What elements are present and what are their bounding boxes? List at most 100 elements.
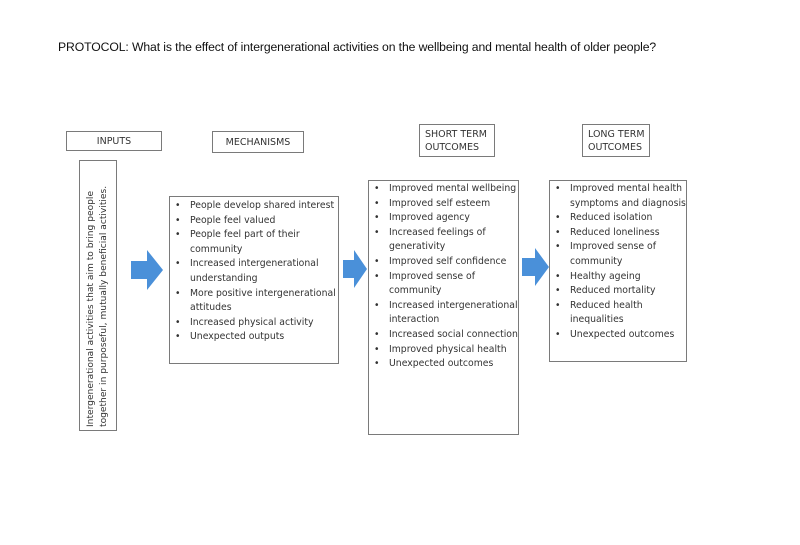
bullet-icon: • bbox=[175, 200, 181, 211]
list-item: • Increased intergenerational understandi… bbox=[170, 257, 338, 286]
list-item-text: Increased intergenerational understandin… bbox=[190, 258, 319, 284]
mechanisms-box: • People develop shared interest • People f… bbox=[169, 196, 339, 364]
bullet-icon: • bbox=[175, 287, 181, 299]
list-item-text: Reduced mortality bbox=[570, 285, 656, 297]
bullet-icon: • bbox=[175, 258, 181, 270]
list-item-text: Increased physical activity bbox=[190, 316, 314, 328]
list-item-text: Improved mental health symptoms and diag… bbox=[570, 183, 686, 209]
page-title: PROTOCOL: What is the effect of intergen… bbox=[58, 40, 657, 54]
bullet-icon: • bbox=[374, 270, 380, 282]
list-item-text: Reduced loneliness bbox=[570, 226, 660, 238]
list-item: • Reduced health inequalities bbox=[550, 299, 686, 328]
bullet-icon: • bbox=[555, 212, 561, 224]
arrow-shape bbox=[131, 250, 163, 290]
bullet-icon: • bbox=[374, 212, 380, 224]
list-item-text: People feel part of their community bbox=[190, 229, 300, 255]
list-item-text: Improved physical health bbox=[389, 343, 507, 355]
list-item: • Improved mental health symptoms and dia… bbox=[550, 182, 686, 211]
bullet-icon: • bbox=[555, 226, 561, 238]
bullet-icon: • bbox=[555, 285, 561, 297]
short-term-list: • Improved mental wellbeing • Improved self… bbox=[369, 182, 518, 372]
list-item-text: Reduced isolation bbox=[570, 212, 653, 224]
list-item-text: Increased intergenerational interaction bbox=[389, 299, 518, 326]
bullet-icon: • bbox=[374, 197, 380, 209]
long-term-header-line1: LONG TERM bbox=[588, 128, 645, 140]
list-item: • People feel part of their community bbox=[170, 228, 338, 257]
bullet-icon: • bbox=[175, 229, 181, 241]
list-item: • Improved physical health bbox=[369, 343, 518, 358]
list-item: • Improved mental wellbeing bbox=[369, 182, 518, 197]
list-item: • Improved self confidence bbox=[369, 255, 518, 270]
inputs-text: Intergenerational activities that aim to… bbox=[86, 185, 109, 427]
arrow-shape bbox=[522, 248, 549, 286]
list-item: • Unexpected outputs bbox=[170, 330, 338, 345]
list-item-text: Increased feelings of generativity bbox=[389, 226, 486, 253]
list-item-text: Improved sense of community bbox=[389, 270, 476, 297]
list-item: • Increased physical activity bbox=[170, 316, 338, 331]
list-item: • People feel valued bbox=[170, 214, 338, 229]
inputs-box: Intergenerational activities that aim to… bbox=[79, 160, 117, 431]
list-item-text: People develop shared interest bbox=[190, 200, 335, 211]
right-block-arrow-icon bbox=[131, 250, 163, 290]
bullet-icon: • bbox=[555, 241, 561, 253]
bullet-icon: • bbox=[374, 226, 380, 238]
list-item: • People develop shared interest bbox=[170, 199, 338, 214]
list-item-text: Unexpected outcomes bbox=[389, 358, 494, 370]
bullet-icon: • bbox=[175, 331, 181, 343]
list-item-text: Reduced health inequalities bbox=[570, 299, 643, 326]
right-block-arrow-icon bbox=[343, 250, 367, 288]
bullet-icon: • bbox=[175, 214, 181, 226]
bullet-icon: • bbox=[374, 255, 380, 267]
list-item-text: Improved agency bbox=[389, 212, 470, 224]
short-term-header-line2: OUTCOMES bbox=[425, 141, 480, 153]
list-item: • Increased feelings of generativity bbox=[369, 226, 518, 255]
list-item-text: Improved mental wellbeing bbox=[389, 183, 517, 194]
list-item-text: Unexpected outcomes bbox=[570, 328, 675, 340]
long-term-header-line2: OUTCOMES bbox=[588, 141, 643, 153]
inputs-header-label: INPUTS bbox=[96, 135, 132, 147]
bullet-icon: • bbox=[555, 183, 561, 194]
bullet-icon: • bbox=[374, 183, 380, 194]
bullet-icon: • bbox=[374, 328, 380, 340]
mechanisms-header-label: MECHANISMS bbox=[225, 136, 291, 148]
list-item: • Unexpected outcomes bbox=[550, 328, 686, 343]
bullet-icon: • bbox=[374, 358, 380, 370]
list-item: • Improved agency bbox=[369, 211, 518, 226]
bullet-icon: • bbox=[374, 343, 380, 355]
list-item: • Reduced mortality bbox=[550, 284, 686, 299]
bullet-icon: • bbox=[555, 270, 561, 282]
list-item: • Improved sense of community bbox=[550, 240, 686, 269]
list-item-text: Healthy ageing bbox=[570, 270, 641, 282]
list-item: • More positive intergenerational attitud… bbox=[170, 287, 338, 316]
list-item-text: Improved sense of community bbox=[570, 241, 657, 267]
short-term-header-line1: SHORT TERM bbox=[425, 128, 487, 140]
bullet-icon: • bbox=[555, 299, 561, 311]
list-item-text: Increased social connection bbox=[389, 328, 518, 340]
bullet-icon: • bbox=[374, 299, 380, 311]
list-item: • Healthy ageing bbox=[550, 270, 686, 285]
short-term-header: SHORT TERM OUTCOMES bbox=[419, 124, 495, 157]
list-item-text: More positive intergenerational attitude… bbox=[190, 287, 336, 314]
arrow-shape bbox=[343, 250, 367, 288]
list-item-text: Improved self confidence bbox=[389, 255, 507, 267]
list-item-text: People feel valued bbox=[190, 214, 276, 226]
list-item: • Reduced loneliness bbox=[550, 226, 686, 241]
list-item-text: Unexpected outputs bbox=[190, 331, 285, 343]
mechanisms-list: • People develop shared interest • People f… bbox=[170, 199, 338, 345]
list-item: • Increased social connection bbox=[369, 328, 518, 343]
long-term-header: LONG TERM OUTCOMES bbox=[582, 124, 650, 157]
long-term-box: • Improved mental health symptoms and dia… bbox=[549, 180, 687, 362]
list-item: • Unexpected outcomes bbox=[369, 357, 518, 372]
list-item-text: Improved self esteem bbox=[389, 197, 491, 209]
bullet-icon: • bbox=[175, 316, 181, 328]
bullet-icon: • bbox=[555, 328, 561, 340]
long-term-list: • Improved mental health symptoms and dia… bbox=[550, 182, 686, 343]
short-term-box: • Improved mental wellbeing • Improved self… bbox=[368, 180, 519, 435]
list-item: • Reduced isolation bbox=[550, 211, 686, 226]
right-block-arrow-icon bbox=[522, 248, 549, 286]
list-item: • Increased intergenerational interaction bbox=[369, 299, 518, 328]
inputs-header: INPUTS bbox=[66, 131, 162, 151]
mechanisms-header: MECHANISMS bbox=[212, 131, 304, 153]
list-item: • Improved self esteem bbox=[369, 197, 518, 212]
list-item: • Improved sense of community bbox=[369, 270, 518, 299]
